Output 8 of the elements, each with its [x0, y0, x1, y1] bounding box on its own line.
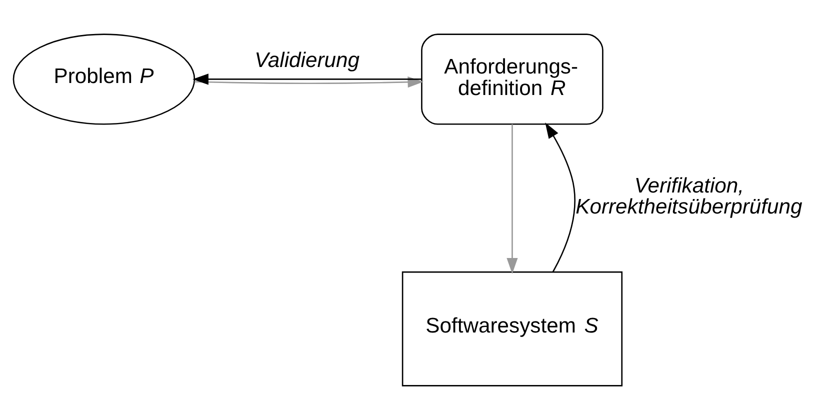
node-ellipse: Problem P	[12, 33, 196, 124]
arrow	[192, 73, 422, 84]
arrow	[506, 124, 518, 274]
node-box: Anforderungs- definition R	[421, 33, 604, 124]
arrow	[545, 122, 576, 272]
edge-label: Validierung	[254, 48, 360, 72]
node-box: Softwaresystem S	[402, 270, 623, 386]
edge-label: Verifikation, Korrektheitsüberprüfung	[576, 174, 802, 218]
